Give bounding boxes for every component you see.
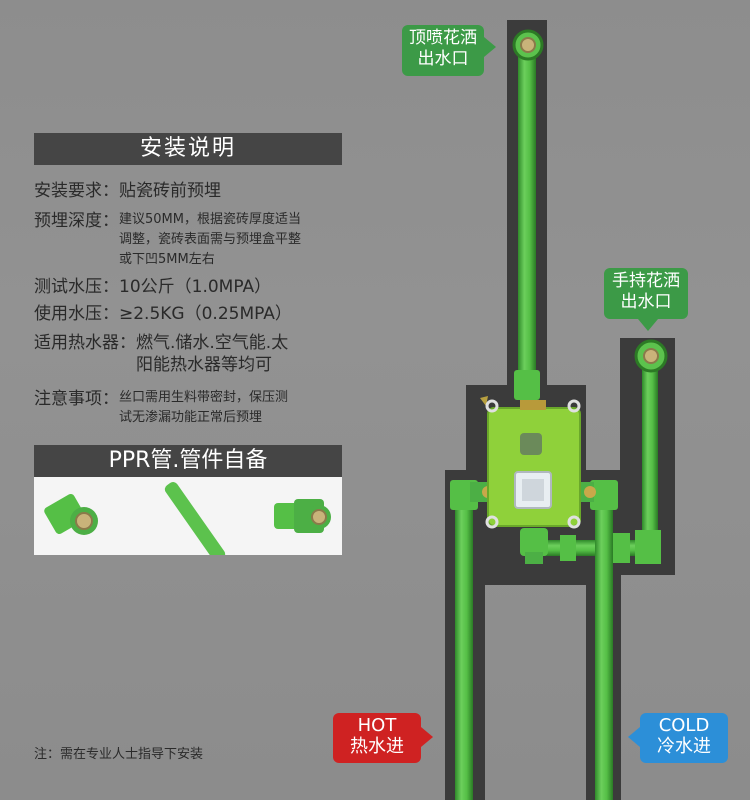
hot-inlet-pipe — [455, 495, 473, 800]
hand-shower-label-arrow — [638, 319, 658, 331]
install-instructions-title: 安装说明 — [34, 133, 342, 165]
valve-box — [480, 396, 581, 529]
hot-inlet-label: HOT 热水进 — [333, 713, 421, 763]
coupling-fitting-icon — [44, 493, 98, 535]
working-pressure-row: 使用水压：≥2.5KG（0.25MPA） — [34, 304, 292, 324]
embed-depth-row: 预埋深度：建议50MM，根据瓷砖厚度适当调整，瓷砖表面需与预埋盒平整或下凹5MM… — [34, 211, 302, 267]
ppr-fittings-illustration — [44, 482, 331, 562]
cold-inlet-label: COLD 冷水进 — [640, 713, 728, 763]
top-shower-label-arrow — [484, 37, 496, 57]
ppr-title: PPR管.管件自备 — [34, 445, 342, 477]
test-pressure-row: 测试水压：10公斤（1.0MPA） — [34, 277, 272, 297]
ppr-fittings-image — [34, 477, 342, 562]
top-shower-outlet-label: 顶喷花洒 出水口 — [402, 25, 484, 76]
notes-row: 注意事项：丝口需用生料带密封，保压测试无渗漏功能正常后预埋 — [34, 389, 289, 425]
hand-shower-outlet-label: 手持花洒 出水口 — [604, 268, 688, 319]
professional-install-note: 注：需在专业人士指导下安装 — [34, 747, 204, 762]
top-shower-pipe — [518, 45, 536, 385]
cold-label-arrow — [628, 727, 640, 747]
cold-inlet-pipe — [595, 495, 613, 800]
hot-label-arrow — [421, 727, 433, 747]
install-requirement-row: 安装要求：贴瓷砖前预埋 — [34, 181, 221, 201]
water-heater-row: 适用热水器：燃气.储水.空气能.太阳能热水器等均可 — [34, 333, 289, 375]
elbow-fitting-icon — [274, 499, 331, 533]
ppr-pipe-icon — [164, 482, 226, 562]
hand-shower-pipe — [642, 358, 658, 553]
